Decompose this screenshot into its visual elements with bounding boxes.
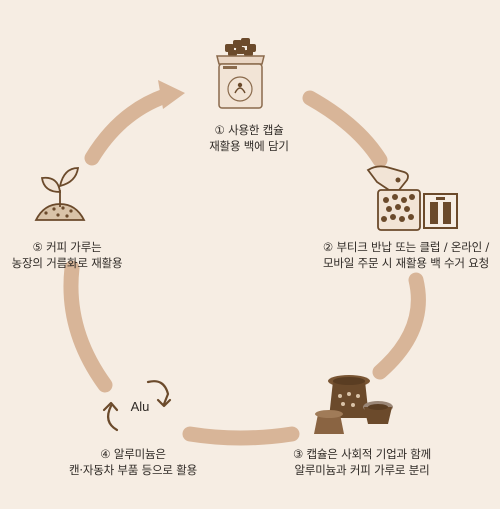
step-2-line2: 모바일 주문 시 재활용 백 수거 요청 (322, 256, 490, 270)
alu-badge-text: Alu (131, 399, 150, 414)
cycle-arc-step2-to-step3 (372, 272, 426, 380)
capsules-icon (314, 375, 393, 434)
step-5-line1: ⑤ 커피 가루는 (32, 240, 102, 254)
plant-sprout-in-soil-icon (34, 167, 86, 221)
capsule-recycling-bag-icon (216, 38, 265, 109)
step-5-label: ⑤ 커피 가루는 농장의 거름화로 재활용 (2, 239, 132, 271)
step-5-line2: 농장의 거름화로 재활용 (11, 256, 123, 270)
cycle-arc-step5-to-step1 (84, 88, 173, 166)
step-1-line1: ① 사용한 캡슐 (214, 123, 284, 137)
step-3-line2: 알루미늄과 커피 가루로 분리 (294, 463, 430, 477)
step-1-line2: 재활용 백에 담기 (209, 139, 289, 153)
step-4-line2: 캔·자동차 부품 등으로 활용 (68, 463, 197, 477)
step-2-label: ② 부티크 반납 또는 클럽 / 온라인 / 모바일 주문 시 재활용 백 수거… (318, 239, 494, 271)
step-4-line1: ④ 알루미늄은 (100, 447, 166, 461)
cycle-arc-step1-to-step2 (302, 90, 388, 168)
step-3-line1: ③ 캡슐은 사회적 기업과 함께 (292, 447, 432, 461)
cycle-arc-step4-to-step5 (63, 260, 113, 393)
step-4-label: ④ 알루미늄은 캔·자동차 부품 등으로 활용 (58, 446, 208, 478)
hand-dropping-capsules-into-bag-and-store-icon (366, 165, 458, 231)
cycle-arrowhead-icon (158, 80, 185, 109)
step-3-label: ③ 캡슐은 사회적 기업과 함께 알루미늄과 커피 가루로 분리 (284, 446, 440, 478)
cycle-arc-step3-to-step4 (182, 426, 300, 446)
step-1-label: ① 사용한 캡슐 재활용 백에 담기 (189, 122, 309, 154)
alu-recycling-arrows-icon (102, 380, 172, 432)
step-2-line1: ② 부티크 반납 또는 클럽 / 온라인 / (322, 240, 490, 254)
